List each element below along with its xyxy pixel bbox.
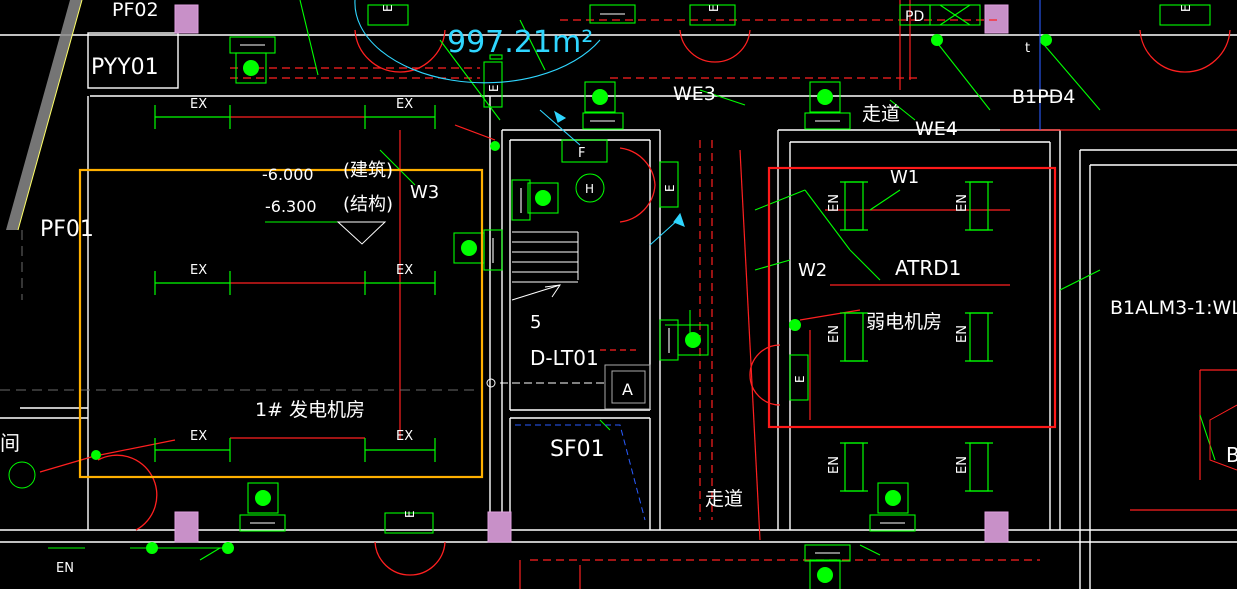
area-arc <box>354 0 601 84</box>
label-pyy01: PYY01 <box>91 55 159 80</box>
diagonal-beam <box>6 0 83 231</box>
label-w3: W3 <box>410 182 439 203</box>
label-en: EN <box>955 194 970 212</box>
label-ex: EX <box>396 97 413 112</box>
label-dlt01: D-LT01 <box>530 346 599 370</box>
light-dot <box>222 542 234 554</box>
label-w2: W2 <box>798 260 827 281</box>
light-dot <box>146 542 158 554</box>
column <box>984 511 1009 543</box>
label-ex: EX <box>190 97 207 112</box>
light-dot <box>885 490 901 506</box>
cyan-markup <box>354 0 1041 246</box>
label-area: 997.21m² <box>447 25 593 60</box>
label-e: E <box>381 4 395 12</box>
label-stair-no: 5 <box>530 312 541 333</box>
elevation-marker <box>336 221 387 245</box>
label-e: E <box>793 375 807 383</box>
light-dot <box>1040 34 1052 46</box>
walls <box>0 32 1237 589</box>
label-f: F <box>578 146 585 161</box>
h-circle <box>575 173 605 203</box>
label-ex: EX <box>190 263 207 278</box>
grey-dashed <box>0 230 480 391</box>
column <box>174 511 199 543</box>
label-b-right: B <box>1226 443 1237 467</box>
light-dot <box>461 240 477 256</box>
label-h: H <box>585 182 594 196</box>
label-ex: EX <box>190 429 207 444</box>
label-en: EN <box>955 325 970 343</box>
light-dot <box>91 450 101 460</box>
label-w1: W1 <box>890 167 919 188</box>
label-pf02: PF02 <box>112 0 159 21</box>
label-en-bottom: EN <box>56 561 74 576</box>
red-wiring <box>39 0 1237 589</box>
column <box>487 511 512 543</box>
sf01-shaft <box>515 424 646 521</box>
label-pf01: PF01 <box>40 217 94 242</box>
label-we4: WE4 <box>915 118 958 140</box>
column <box>984 4 1009 34</box>
light-dot <box>817 567 833 583</box>
columns <box>174 4 1009 543</box>
label-en: EN <box>955 456 970 474</box>
light-dot <box>490 141 500 151</box>
stairs <box>511 231 579 301</box>
label-e: E <box>707 4 721 12</box>
label-en: EN <box>827 325 842 343</box>
ex-fixtures <box>154 105 436 462</box>
label-e: E <box>403 510 417 518</box>
label-sf01: SF01 <box>550 437 605 462</box>
light-dot <box>535 190 551 206</box>
label-room-left: 间 <box>0 431 20 455</box>
label-atrd1: ATRD1 <box>895 256 961 280</box>
label-elev2: -6.300 <box>265 197 317 216</box>
label-we3: WE3 <box>673 83 716 105</box>
label-b1alm: B1ALM3-1:WL6 <box>1110 297 1237 319</box>
light-dot <box>243 60 259 76</box>
label-ex: EX <box>396 263 413 278</box>
label-en: EN <box>827 194 842 212</box>
weak-room-highlight[interactable] <box>767 166 1057 429</box>
label-elev-arch: (建筑) <box>343 160 393 181</box>
generator-room-highlight[interactable] <box>78 168 484 479</box>
junction-circle <box>486 378 496 388</box>
label-box-a: A <box>622 380 633 399</box>
label-t: t <box>1025 41 1030 56</box>
label-gen-room: 1# 发电机房 <box>255 399 365 421</box>
label-weak-room: 弱电机房 <box>866 311 942 333</box>
light-dot <box>789 319 801 331</box>
lights <box>91 34 1052 589</box>
label-corridor-2: 走道 <box>705 488 743 510</box>
light-dot <box>817 89 833 105</box>
label-elev-struct: (结构) <box>343 194 393 215</box>
light-dot <box>255 490 271 506</box>
left-circle <box>8 461 36 489</box>
label-corridor: 走道 <box>862 103 900 125</box>
label-pd: PD <box>905 9 924 25</box>
en-fixtures <box>840 181 993 492</box>
label-e: E <box>1179 4 1193 12</box>
label-en: EN <box>827 456 842 474</box>
column <box>174 4 199 34</box>
label-e: E <box>663 184 677 192</box>
label-e: E <box>487 84 501 92</box>
label-ex: EX <box>396 429 413 444</box>
label-elev1: -6.000 <box>262 165 314 184</box>
light-dot <box>592 89 608 105</box>
light-dot <box>685 332 701 348</box>
light-dot <box>931 34 943 46</box>
box-a <box>500 364 651 410</box>
label-b1pd4: B1PD4 <box>1012 86 1075 108</box>
